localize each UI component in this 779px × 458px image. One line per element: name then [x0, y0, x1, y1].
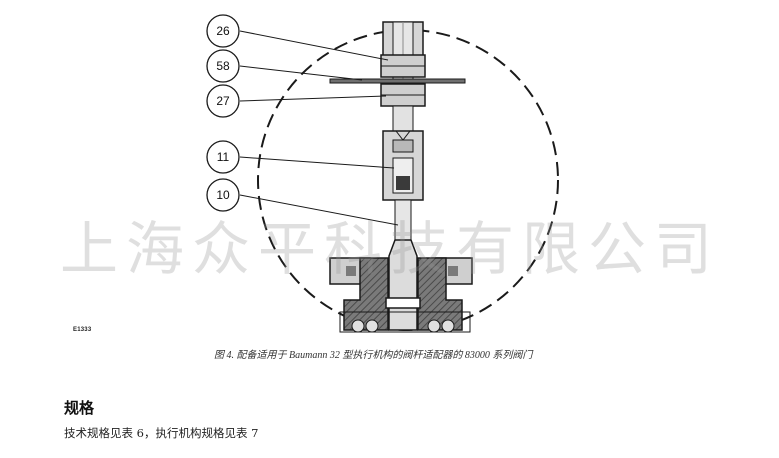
section-body: 技术规格见表 6，执行机构规格见表 7 [64, 426, 259, 440]
part-10-valve-stem [388, 199, 418, 331]
callout-27: 27 [206, 84, 240, 118]
figure-id: E1333 [73, 327, 92, 333]
valve-bonnet-section [329, 257, 473, 333]
svg-text:26: 26 [216, 24, 230, 38]
callout-26: 26 [206, 14, 240, 48]
svg-text:58: 58 [216, 59, 230, 73]
svg-text:11: 11 [217, 150, 230, 164]
svg-text:10: 10 [216, 188, 230, 202]
part-58-plate [329, 78, 466, 84]
section-heading: 规格 [64, 399, 95, 417]
figure-caption: 图 4. 配备适用于 Baumann 32 型执行机构的阀杆适配器的 83000… [214, 350, 533, 361]
part-27-nut [380, 83, 426, 107]
callout-10: 10 [206, 178, 240, 212]
callout-58: 58 [206, 49, 240, 83]
svg-text:27: 27 [216, 94, 230, 108]
leader-lines [239, 30, 399, 226]
part-26-nut [380, 54, 426, 78]
threaded-rod [392, 105, 414, 132]
part-11-coupling [382, 130, 424, 201]
callout-11: 11 [206, 140, 240, 174]
